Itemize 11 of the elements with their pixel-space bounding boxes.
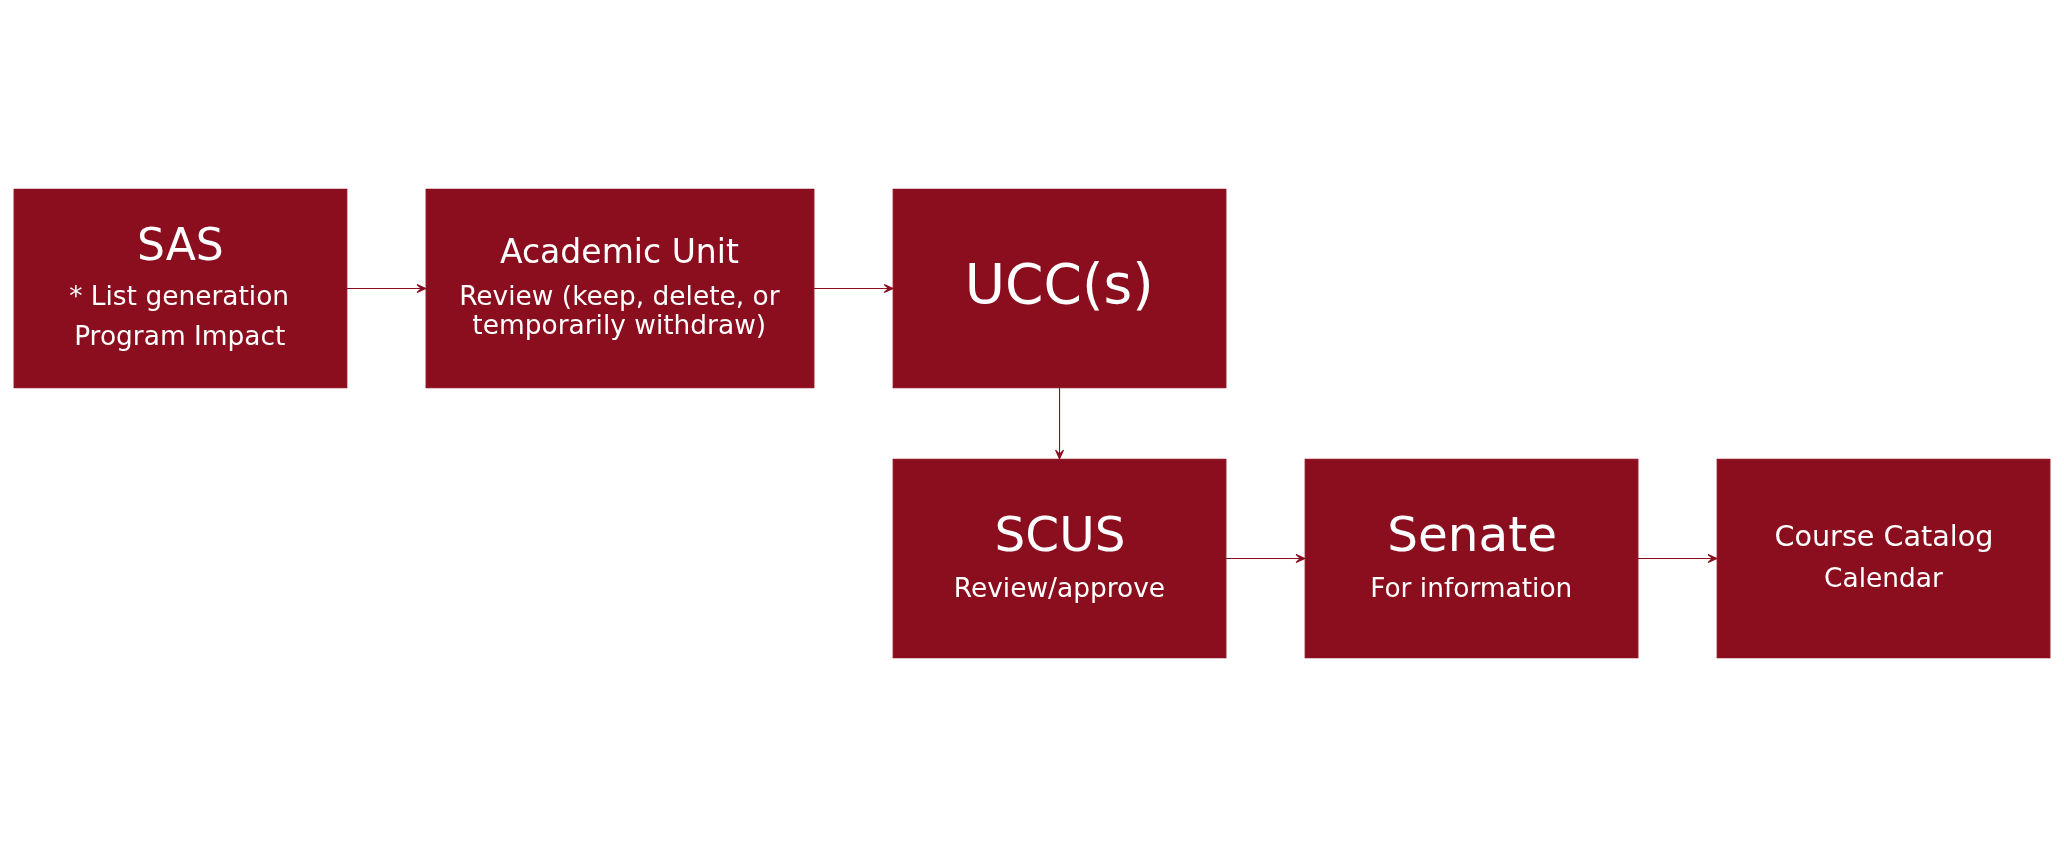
node-box: Academic Unit Review (keep, delete, or temporarily withdraw) [425, 188, 815, 389]
arrow [1637, 553, 1718, 563]
arrow [346, 284, 427, 294]
arrow [1055, 387, 1065, 460]
node-box: UCC(s) [892, 188, 1227, 389]
node-box: Senate For information [1304, 458, 1639, 659]
arrow [1225, 553, 1306, 563]
node-box: SAS * List generation Program Impact [13, 188, 348, 389]
node-box: Course Catalog Calendar [1716, 458, 2051, 659]
arrow [813, 284, 894, 294]
node-box: SCUS Review/approve [892, 458, 1227, 659]
